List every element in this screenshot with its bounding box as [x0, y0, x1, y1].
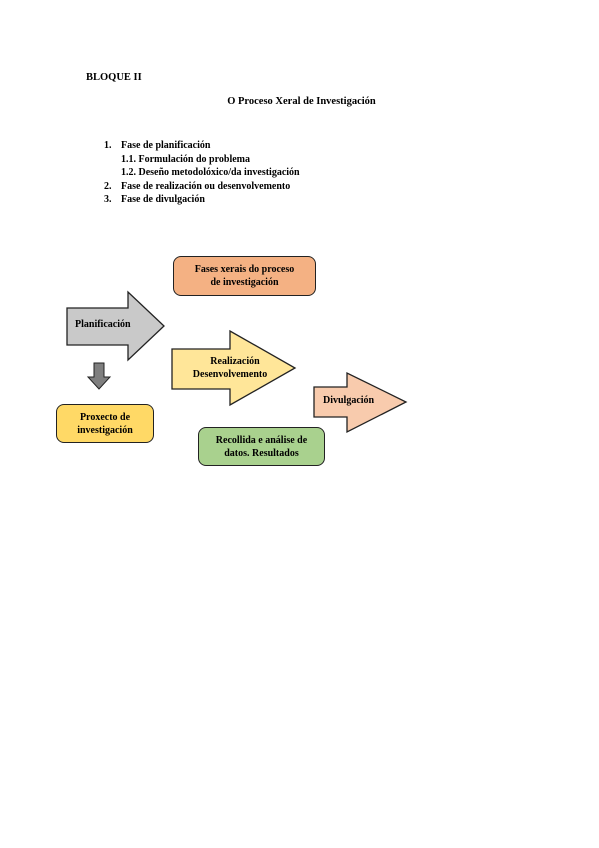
- list-item: 3. Fase de divulgación: [104, 193, 300, 207]
- results-box-line2: datos. Resultados: [224, 447, 299, 459]
- list-text: 1.2. Deseño metodolóxico/da investigació…: [121, 167, 300, 178]
- divulgation-label: Divulgación: [323, 395, 375, 406]
- divulgation-arrow: [313, 371, 408, 434]
- realization-arrow: [171, 329, 297, 407]
- page-title: O Proceso Xeral de Investigación: [227, 96, 376, 107]
- realization-line2: Desenvolvemento: [192, 369, 268, 380]
- list-number: 3.: [104, 194, 112, 205]
- project-box-line1: Proxecto de: [79, 411, 131, 423]
- list-text: Fase de planificación: [121, 140, 211, 151]
- phases-box-line2: de investigación: [210, 277, 279, 288]
- project-box-line2: investigación: [77, 424, 133, 436]
- list-text: 1.1. Formulación do problema: [121, 153, 250, 165]
- list-number: 1.: [104, 140, 112, 151]
- project-box: Proxecto de investigación: [56, 404, 154, 443]
- planification-arrow: [66, 290, 165, 362]
- bloque-heading: BLOQUE II: [86, 72, 142, 83]
- planification-label: Planificación: [75, 319, 131, 330]
- results-box-line1: Recollida e análise de: [215, 434, 308, 446]
- phases-box: Fases xerais do proceso de investigación: [173, 256, 316, 296]
- realization-label: Realización Desenvolvemento: [180, 355, 290, 381]
- list-number: 2.: [104, 180, 112, 192]
- list-item: 2. Fase de realización ou desenvolvement…: [104, 180, 300, 194]
- realization-line1: Realización: [210, 356, 260, 367]
- results-box: Recollida e análise de datos. Resultados: [198, 427, 325, 466]
- list-subitem: 1.1. Formulación do problema: [104, 153, 300, 167]
- phase-list: 1. Fase de planificación 1.1. Formulació…: [104, 139, 300, 207]
- list-item: 1. Fase de planificación: [104, 139, 300, 153]
- list-subitem: 1.2. Deseño metodolóxico/da investigació…: [104, 166, 300, 180]
- phases-box-line1: Fases xerais do proceso: [194, 264, 295, 275]
- down-arrow-icon: [86, 362, 112, 390]
- list-text: Fase de realización ou desenvolvemento: [121, 180, 291, 192]
- list-text: Fase de divulgación: [121, 194, 205, 205]
